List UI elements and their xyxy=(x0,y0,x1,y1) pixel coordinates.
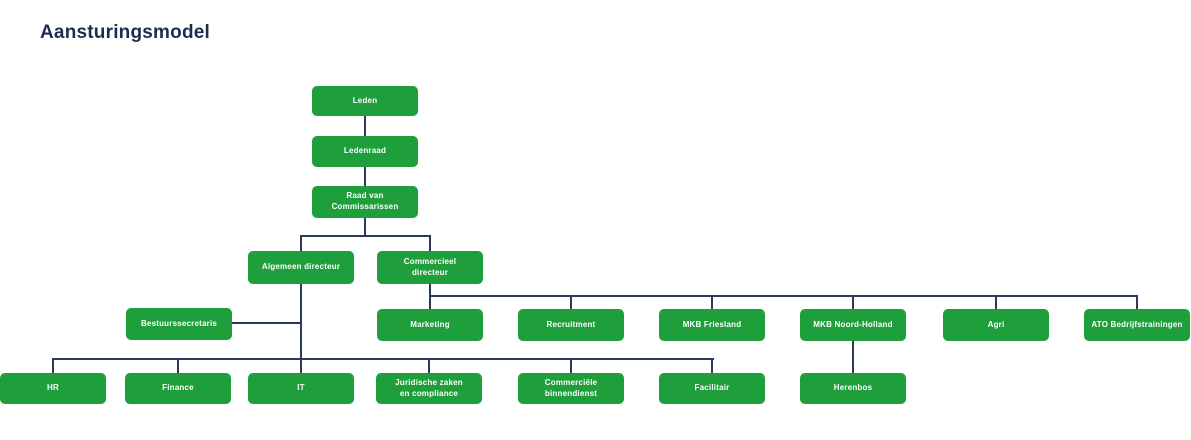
connector-stub-commerciele-binnendienst xyxy=(570,358,572,375)
org-node-finance: Finance xyxy=(125,373,231,404)
org-node-commercieel-directeur: Commercieel directeur xyxy=(377,251,483,284)
connector-mkbnh-herenbos xyxy=(852,335,854,375)
org-node-mkb-friesland: MKB Friesland xyxy=(659,309,765,341)
connector-stub-ato xyxy=(1136,295,1138,311)
connector-stub-facilitair xyxy=(711,358,713,375)
connector-ledenraad-raad xyxy=(364,150,366,190)
org-node-raad-van-commissarissen: Raad van Commissarissen xyxy=(312,186,418,218)
connector-bestuurssecretaris xyxy=(225,322,301,324)
connector-stub-hr xyxy=(52,358,54,375)
connector-stub-mkb-friesland xyxy=(711,295,713,311)
org-node-hr: HR xyxy=(0,373,106,404)
org-node-marketing: Marketing xyxy=(377,309,483,341)
connector-stub-agri xyxy=(995,295,997,311)
org-node-commerciele-binnendienst: Commerciële binnendienst xyxy=(518,373,624,404)
connector-stub-finance xyxy=(177,358,179,375)
org-node-algemeen-directeur: Algemeen directeur xyxy=(248,251,354,284)
connector-split-commercieel xyxy=(429,235,431,255)
connector-stub-juridische xyxy=(428,358,430,375)
connector-algemeen-stem xyxy=(300,275,302,360)
org-node-juridische-zaken-en-compliance: Juridische zaken en compliance xyxy=(376,373,482,404)
org-node-facilitair: Facilitair xyxy=(659,373,765,404)
org-node-ato-bedrijfstrainingen: ATO Bedrijfstrainingen xyxy=(1084,309,1190,341)
connector-commercial-row-bar xyxy=(429,295,1138,297)
connector-stub-marketing xyxy=(429,295,431,311)
org-node-leden: Leden xyxy=(312,86,418,116)
page-title: Aansturingsmodel xyxy=(40,22,210,43)
org-node-ledenraad: Ledenraad xyxy=(312,136,418,167)
org-node-mkb-noord-holland: MKB Noord-Holland xyxy=(800,309,906,341)
connector-stub-mkb-noord-holland xyxy=(852,295,854,311)
org-node-agri: Agri xyxy=(943,309,1049,341)
connector-stub-it xyxy=(300,358,302,375)
org-node-recruitment: Recruitment xyxy=(518,309,624,341)
org-node-herenbos: Herenbos xyxy=(800,373,906,404)
org-node-bestuurssecretaris: Bestuurssecretaris xyxy=(126,308,232,340)
connector-split-bar xyxy=(300,235,431,237)
org-node-it: IT xyxy=(248,373,354,404)
connector-stub-recruitment xyxy=(570,295,572,311)
connector-bottom-row-bar xyxy=(52,358,714,360)
connector-raad-split xyxy=(364,205,366,236)
connector-leden-ledenraad xyxy=(364,100,366,140)
connector-split-algemeen xyxy=(300,235,302,255)
